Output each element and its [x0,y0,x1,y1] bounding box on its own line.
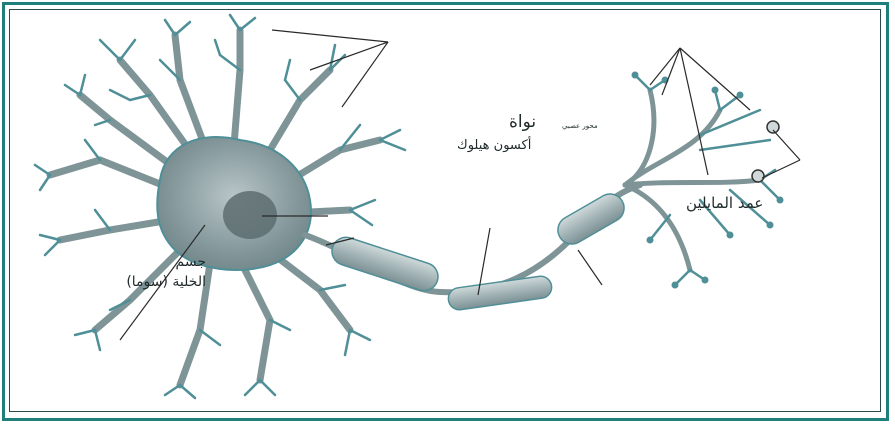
label-dendrites: عمد المايلين [686,194,763,212]
label-nucleus: نواة [509,112,536,132]
label-soma-line1: جسم [112,252,206,272]
label-axon-hillock: أكسون هيلوك [457,138,531,153]
axon-terminals [625,72,784,289]
label-soma-line2: الخلية (سوما) [112,272,206,292]
nucleus-shape [223,191,277,239]
label-soma: جسم الخلية (سوما) [112,252,206,292]
axon-shaft [305,185,640,292]
label-axon: محور عصبي [562,122,598,130]
